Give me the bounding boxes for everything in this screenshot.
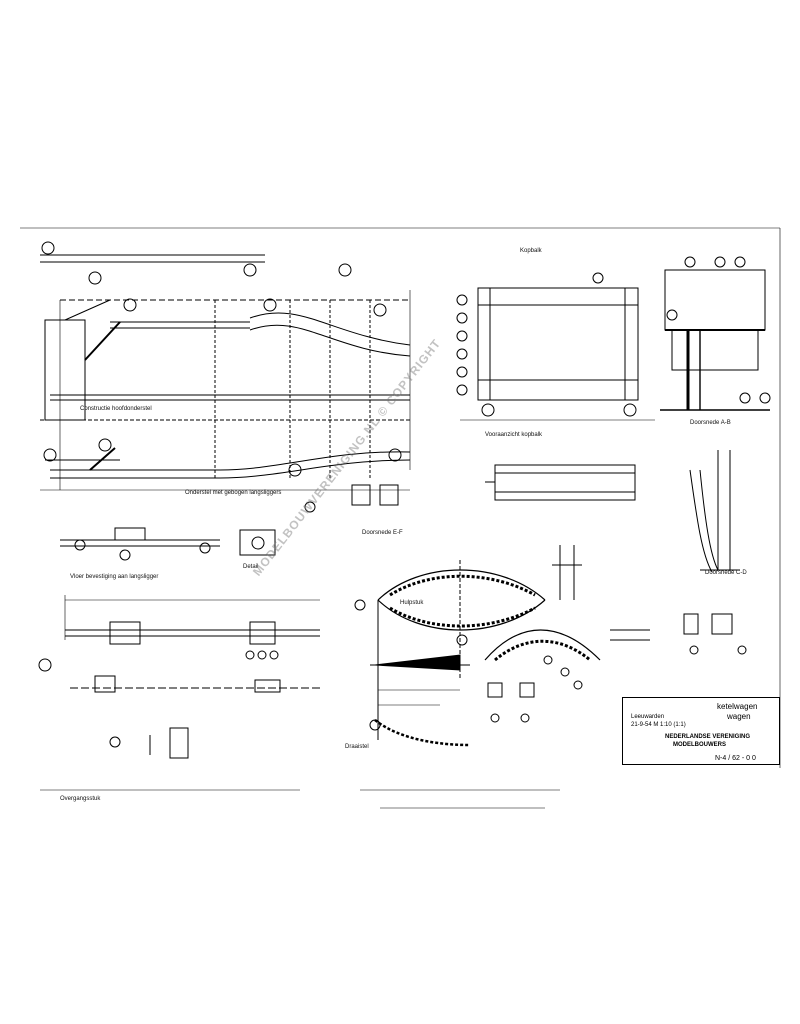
title-block-name-2: wagen — [727, 712, 751, 721]
label-mid-left: Vloer bevestiging aan langsligger — [70, 574, 159, 580]
label-lower-center: Hulpstuk — [400, 600, 424, 606]
corner-detail — [109, 727, 189, 759]
section-a-b — [660, 256, 771, 411]
floor-attachment-detail — [60, 527, 276, 561]
beam-detail — [485, 464, 636, 501]
bogie-view — [354, 560, 601, 747]
bracket-detail — [689, 450, 740, 573]
label-right-top: Doorsnede A-B — [690, 420, 731, 426]
fitting-details — [610, 613, 747, 655]
label-detail-1: Detail — [243, 564, 259, 570]
label-right-small: Doorsnede C-D — [705, 570, 747, 576]
label-bottom-note: Overgangsstuk — [60, 796, 101, 802]
label-center-top: Kopbalk — [520, 248, 542, 254]
label-detail-2: Doorsnede E-F — [362, 530, 403, 536]
title-block-org-2: MODELBOUWERS — [673, 742, 726, 748]
label-lower-center2: Draaistel — [345, 744, 369, 750]
stanchion-detail — [304, 484, 582, 600]
title-block-left-1: Leeuwarden — [631, 714, 665, 720]
label-center-mid: Vooraanzicht kopbalk — [485, 432, 543, 438]
title-block-org-1: NEDERLANDSE VERENIGING — [665, 734, 751, 740]
label-side-left: Onderstel met gebogen langsliggers — [185, 490, 282, 496]
rod-detail — [38, 595, 320, 693]
chassis-plan-view — [40, 241, 411, 491]
title-block-name-1: ketelwagen — [717, 702, 758, 711]
title-block: Leeuwarden 21-9-54 M 1:10 (1:1) ketelwag… — [622, 697, 780, 765]
kopbalk-view — [456, 272, 655, 421]
label-top-left: Constructie hoofdonderstel — [80, 406, 152, 412]
title-block-number: N-4 / 62 - 0 0 — [715, 755, 756, 762]
title-block-left-2: 21-9-54 M 1:10 (1:1) — [631, 722, 686, 728]
